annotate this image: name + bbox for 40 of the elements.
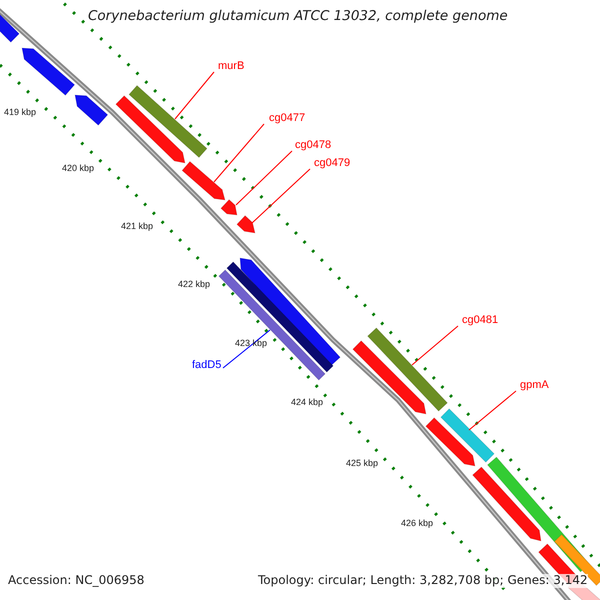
gene-segment [425, 417, 476, 466]
scale-label: 425 kbp [346, 458, 378, 468]
gene-segment [236, 215, 256, 234]
gene-label: cg0478 [295, 139, 332, 152]
scale-label: 423 kbp [235, 338, 268, 348]
gene-segment [22, 48, 76, 96]
leader-line [412, 326, 458, 366]
scale-label: 422 kbp [178, 279, 210, 290]
scale-label: 421 kbp [121, 221, 154, 232]
scale-label: 426 kbp [401, 518, 434, 528]
gene-segment [352, 340, 426, 414]
gene-label: gpmA [520, 379, 549, 392]
scale-label: 419 kbp [4, 107, 36, 118]
gene-segment [226, 261, 334, 373]
leader-line [222, 330, 270, 368]
gene-segment [440, 408, 495, 463]
leader-line [174, 72, 214, 120]
genome-summary-text: Topology: circular; Length: 3,282,708 bp; Genes: 3,142 [258, 574, 588, 588]
leader-line [236, 150, 292, 206]
gene-label: cg0479 [314, 157, 350, 170]
gene-segment [367, 327, 448, 412]
gene-segment [74, 94, 108, 126]
gene-segment [0, 13, 20, 43]
leader-line [252, 168, 310, 224]
gene-segment [182, 161, 226, 200]
gene-label: cg0477 [269, 112, 306, 125]
gene-segment [220, 199, 238, 216]
gene-segment [554, 534, 600, 586]
gene-segment [115, 95, 186, 164]
scale-label: 420 kbp [62, 163, 94, 174]
gene-label: fadD5 [192, 359, 222, 372]
gene-label: murB [218, 60, 244, 73]
leader-line [468, 390, 516, 430]
gene-segment [128, 85, 208, 158]
gene-label: cg0481 [462, 314, 498, 327]
leader-line [214, 124, 264, 182]
accession-text: Accession: NC_006958 [8, 574, 144, 588]
gene-segment [472, 466, 542, 542]
scale-label: 424 kbp [291, 397, 324, 408]
title: Corynebacterium glutamicum ATCC 13032, complete genome [88, 9, 508, 25]
